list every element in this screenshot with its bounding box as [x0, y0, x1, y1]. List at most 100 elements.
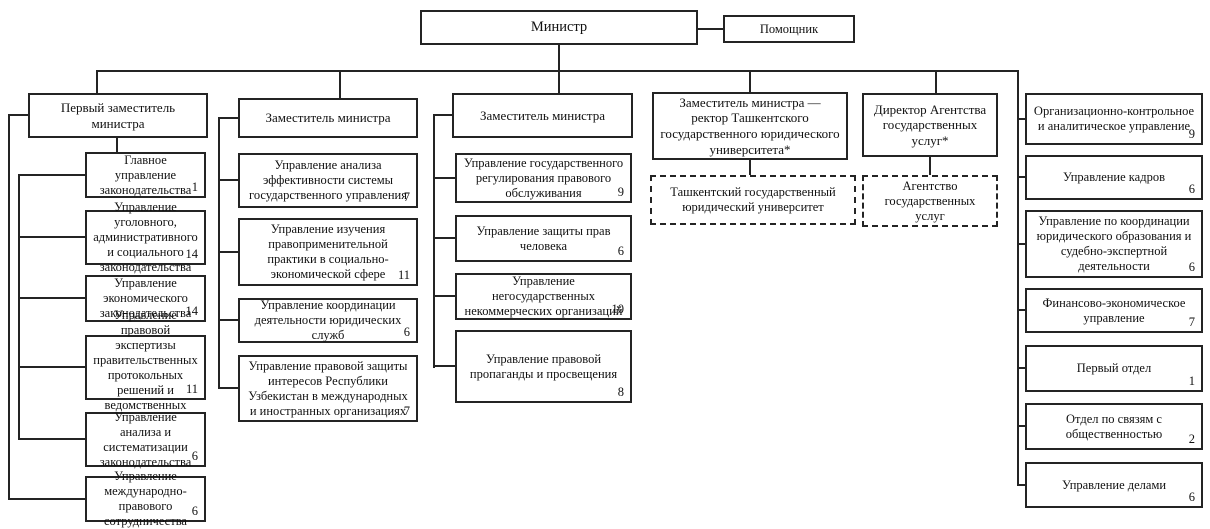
box-col3-head: Заместитель министра	[452, 93, 633, 138]
connector-col3-stub-4	[433, 365, 455, 367]
connector-col6-stub-2	[1017, 176, 1025, 178]
box-col2-child-3: Управление координации деятельности юрид…	[238, 298, 418, 343]
staff-count: 1	[1188, 374, 1195, 389]
unit-label: Управление уголовного, административного…	[93, 200, 198, 274]
assistant-label: Помощник	[759, 21, 819, 36]
staff-count: 9	[1188, 127, 1195, 142]
staff-count: 7	[403, 190, 410, 205]
connector-col3-stub-3	[433, 295, 455, 297]
unit-label: Управление кадров	[1062, 170, 1165, 184]
box-col1-child-4: Управление правовой экспертизы правитель…	[85, 308, 206, 427]
box-col3-child-4: Управление правовой пропаганды и просвещ…	[455, 330, 632, 403]
connector-main-horizontal	[96, 70, 1019, 72]
staff-count: 10	[611, 302, 625, 317]
connector-col6-stub-6	[1017, 425, 1025, 427]
unit-label: Управление изучения правоприменительной …	[267, 222, 389, 281]
connector-col1-stub-2	[18, 236, 85, 238]
unit-label: Управление негосударственных некоммерчес…	[464, 274, 623, 318]
box-col6-child-7: Управление делами 6	[1025, 462, 1203, 508]
box-col6-child-2: Управление кадров 6	[1025, 155, 1203, 200]
box-col5-head: Директор Агентства государственных услуг…	[862, 93, 998, 157]
box-col1-child-3: Управление экономического законодательст…	[85, 275, 206, 322]
staff-count: 8	[617, 385, 624, 400]
box-col1-child-1: Главное управление законодательства 1	[85, 152, 206, 198]
box-col6-child-3: Управление по координации юридического о…	[1025, 210, 1203, 278]
connector-drop-col1	[96, 70, 98, 93]
staff-count: 11	[397, 268, 410, 283]
connector-col6-stub-4	[1017, 309, 1025, 311]
connector-col6-stub-1	[1017, 118, 1025, 120]
connector-col3-head-stub	[433, 114, 455, 116]
box-col2-child-1: Управление анализа эффективности системы…	[238, 153, 418, 208]
box-assistant: Помощник	[723, 15, 855, 43]
col5-head-label: Директор Агентства государственных услуг…	[873, 101, 987, 148]
staff-count: 6	[1188, 260, 1195, 275]
staff-count: 11	[185, 382, 198, 397]
connector-drop-col4	[749, 70, 751, 92]
box-col3-child-3: Управление негосударственных некоммерчес…	[455, 273, 632, 320]
minister-label: Министр	[530, 18, 588, 35]
col4-sub-label: Ташкентский государственный юридический …	[670, 185, 836, 214]
unit-label: Управление анализа и систематизации зако…	[99, 409, 192, 469]
box-col5-sub: Агентство государственных услуг	[862, 175, 998, 227]
box-col1-child-5: Управление анализа и систематизации зако…	[85, 409, 206, 469]
unit-label: Первый отдел	[1076, 361, 1152, 375]
connector-col3-stub-2	[433, 237, 455, 239]
box-col6-child-5: Первый отдел 1	[1025, 345, 1203, 392]
connector-col6-stub-3	[1017, 243, 1025, 245]
connector-col3-stub-1	[433, 177, 455, 179]
unit-label: Управление экономического законодательст…	[99, 276, 192, 320]
connector-col1-head-child	[116, 138, 118, 152]
box-col3-child-2: Управление защиты прав человека 6	[455, 215, 632, 262]
connector-col1-stub-5	[18, 438, 85, 440]
unit-label: Главное управление законодательства	[99, 152, 192, 197]
unit-label: Управление координации деятельности юрид…	[254, 298, 402, 342]
box-col1-head: Первый заместитель министра	[28, 93, 208, 138]
col4-head-label: Заместитель министра — ректор Ташкентско…	[660, 94, 840, 157]
staff-count: 6	[617, 244, 624, 259]
staff-count: 2	[1188, 432, 1195, 447]
box-col1-child-2: Управление уголовного, административного…	[85, 200, 206, 274]
connector-minister-assistant	[697, 28, 723, 30]
connector-col6-stub-5	[1017, 367, 1025, 369]
connector-col4-sub	[749, 160, 751, 175]
col5-sub-label: Агентство государственных услуг	[884, 178, 976, 223]
connector-col5-sub	[929, 157, 931, 175]
connector-drop-col2	[339, 70, 341, 98]
staff-count: 7	[1188, 315, 1195, 330]
staff-count: 6	[403, 325, 410, 340]
connector-col2-stub-1	[218, 179, 238, 181]
box-minister: Министр	[420, 10, 698, 45]
staff-count: 14	[185, 304, 199, 319]
col1-head-label: Первый заместитель министра	[60, 99, 176, 131]
staff-count: 7	[403, 404, 410, 419]
box-col6-child-6: Отдел по связям с общественностью 2	[1025, 403, 1203, 450]
unit-label: Управление правовой пропаганды и просвещ…	[469, 351, 618, 381]
staff-count: 1	[191, 180, 198, 195]
unit-label: Управление по координации юридического о…	[1036, 214, 1192, 273]
staff-count: 6	[191, 449, 198, 464]
box-col2-child-4: Управление правовой защиты интересов Рес…	[238, 355, 418, 422]
unit-label: Управление защиты прав человека	[476, 223, 611, 253]
unit-label: Управление анализа эффективности системы…	[249, 158, 407, 202]
staff-count: 14	[185, 247, 199, 262]
connector-col1-inner-spine	[18, 174, 20, 440]
unit-label: Финансово-экономическое управление	[1042, 295, 1186, 325]
unit-label: Управление государственного регулировани…	[463, 155, 624, 200]
connector-col1-stub-1	[18, 174, 85, 176]
connector-minister-drop	[558, 45, 560, 93]
connector-col2-stub-2	[218, 251, 238, 253]
connector-col1-outer-spine	[8, 114, 10, 500]
staff-count: 6	[1188, 182, 1195, 197]
unit-label: Управление правовой защиты интересов Рес…	[248, 358, 408, 418]
connector-col2-head-stub	[218, 117, 238, 119]
box-col1-child-6: Управление международно-правового сотруд…	[85, 469, 206, 528]
box-col4-sub: Ташкентский государственный юридический …	[650, 175, 856, 225]
unit-label: Организационно-контрольное и аналитическ…	[1033, 104, 1195, 133]
connector-drop-col5	[935, 70, 937, 93]
connector-col1-stub-3	[18, 297, 85, 299]
staff-count: 9	[617, 185, 624, 200]
box-col2-child-2: Управление изучения правоприменительной …	[238, 218, 418, 286]
connector-col2-spine	[218, 117, 220, 389]
